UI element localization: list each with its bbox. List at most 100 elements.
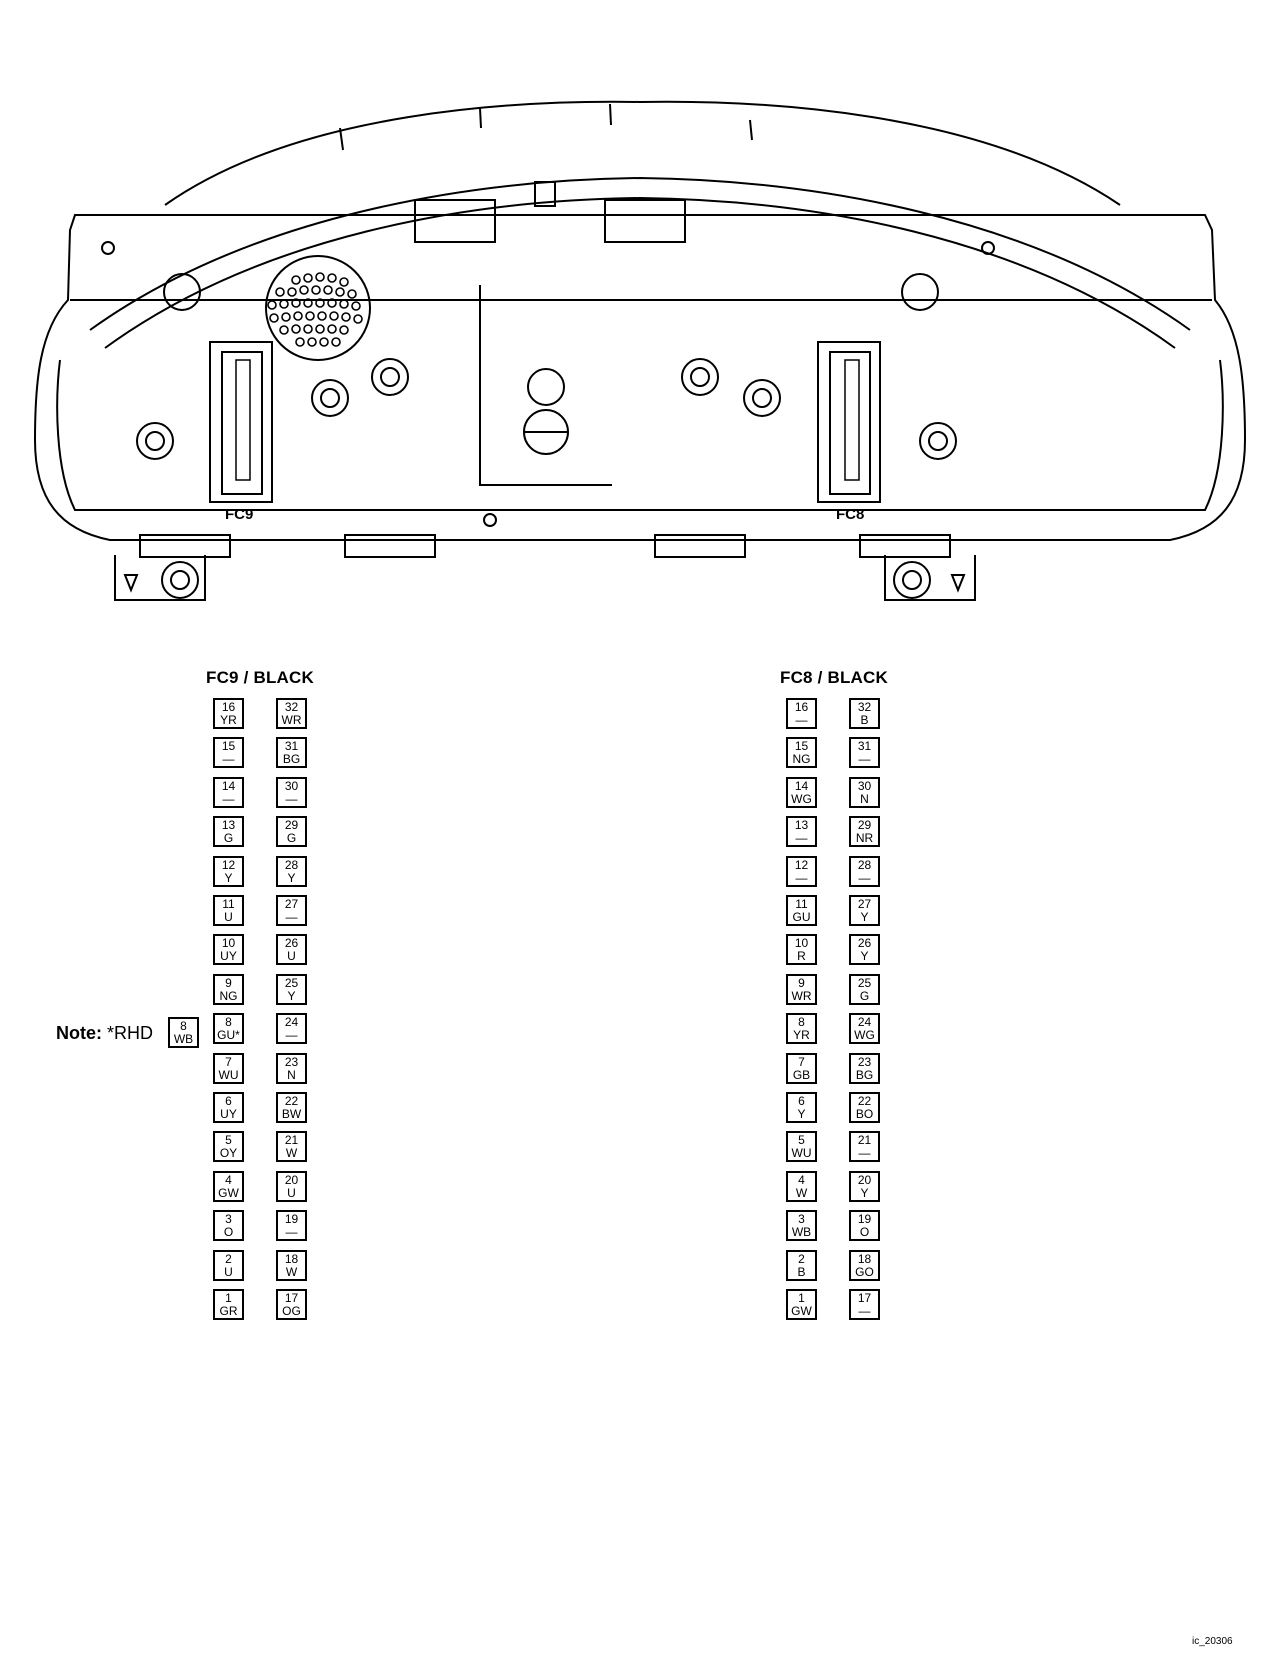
rhd-note: Note: *RHD [56, 1023, 153, 1044]
wire-color: — [795, 871, 808, 885]
pin-number: 18 [284, 1252, 299, 1266]
fc8-connector-label: FC8 [836, 506, 865, 523]
wire-color: G [859, 989, 870, 1003]
wire-color: GU* [217, 1028, 240, 1042]
fc8-pin-12: 12— [786, 856, 817, 887]
pin-number: 14 [794, 779, 809, 793]
pin-number: 23 [284, 1055, 299, 1069]
pin-number: 31 [284, 739, 299, 753]
wire-color: NG [792, 752, 811, 766]
pin-number: 21 [857, 1133, 872, 1147]
pin-number: 5 [225, 1133, 232, 1147]
pin-number: 12 [794, 858, 809, 872]
wire-color: Y [287, 989, 296, 1003]
wire-color: Y [860, 949, 869, 963]
fc9-table-title: FC9 / BLACK [206, 668, 314, 687]
wire-color: B [860, 713, 869, 727]
pin-number: 13 [221, 818, 236, 832]
wire-color: U [287, 1186, 296, 1200]
pin-number: 20 [857, 1173, 872, 1187]
pin-number: 4 [798, 1173, 805, 1187]
pin-number: 6 [225, 1094, 232, 1108]
pin-number: 15 [794, 739, 809, 753]
pin-number: 19 [284, 1212, 299, 1226]
wire-color: GW [218, 1186, 239, 1200]
pin-number: 24 [857, 1015, 872, 1029]
fc8-pin-28: 28— [849, 856, 880, 887]
note-pin-box: 8 WB [168, 1017, 199, 1048]
wire-color: GO [855, 1265, 874, 1279]
wire-color: — [795, 831, 808, 845]
wire-color: OY [219, 1146, 238, 1160]
pin-number: 32 [284, 700, 299, 714]
wire-color: OG [282, 1304, 301, 1318]
wire-color: WB [791, 1225, 812, 1239]
pin-number: 28 [284, 858, 299, 872]
pin-number: 8 [798, 1015, 805, 1029]
pin-number: 14 [221, 779, 236, 793]
instrument-cluster-drawing [33, 100, 1247, 601]
wire-color: N [287, 1068, 296, 1082]
pin-number: 16 [794, 700, 809, 714]
wire-color: N [860, 792, 869, 806]
wire-color: GR [219, 1304, 238, 1318]
wire-color: BG [855, 1068, 874, 1082]
fc9-pin-30: 30— [276, 777, 307, 808]
pin-number: 30 [284, 779, 299, 793]
wire-color: U [287, 949, 296, 963]
pin-number: 30 [857, 779, 872, 793]
wire-color: WG [854, 1028, 875, 1042]
pin-number: 26 [857, 936, 872, 950]
pin-number: 4 [225, 1173, 232, 1187]
note-label: Note: [56, 1023, 102, 1043]
pin-number: 23 [857, 1055, 872, 1069]
wire-color: W [285, 1265, 298, 1279]
wire-color: — [285, 792, 298, 806]
wire-color: — [858, 1304, 871, 1318]
wire-color: WU [791, 1146, 812, 1160]
wire-color: BO [855, 1107, 874, 1121]
wire-color: U [224, 1265, 233, 1279]
pin-number: 7 [225, 1055, 232, 1069]
fc8-pin-16: 16— [786, 698, 817, 729]
wire-color: W [795, 1186, 808, 1200]
wire-color: G [223, 831, 234, 845]
note-pin-color: WB [173, 1032, 194, 1046]
pin-number: 10 [221, 936, 236, 950]
wire-color: GW [791, 1304, 812, 1318]
wire-color: BW [281, 1107, 302, 1121]
pin-number: 11 [222, 897, 235, 911]
wire-color: G [286, 831, 297, 845]
